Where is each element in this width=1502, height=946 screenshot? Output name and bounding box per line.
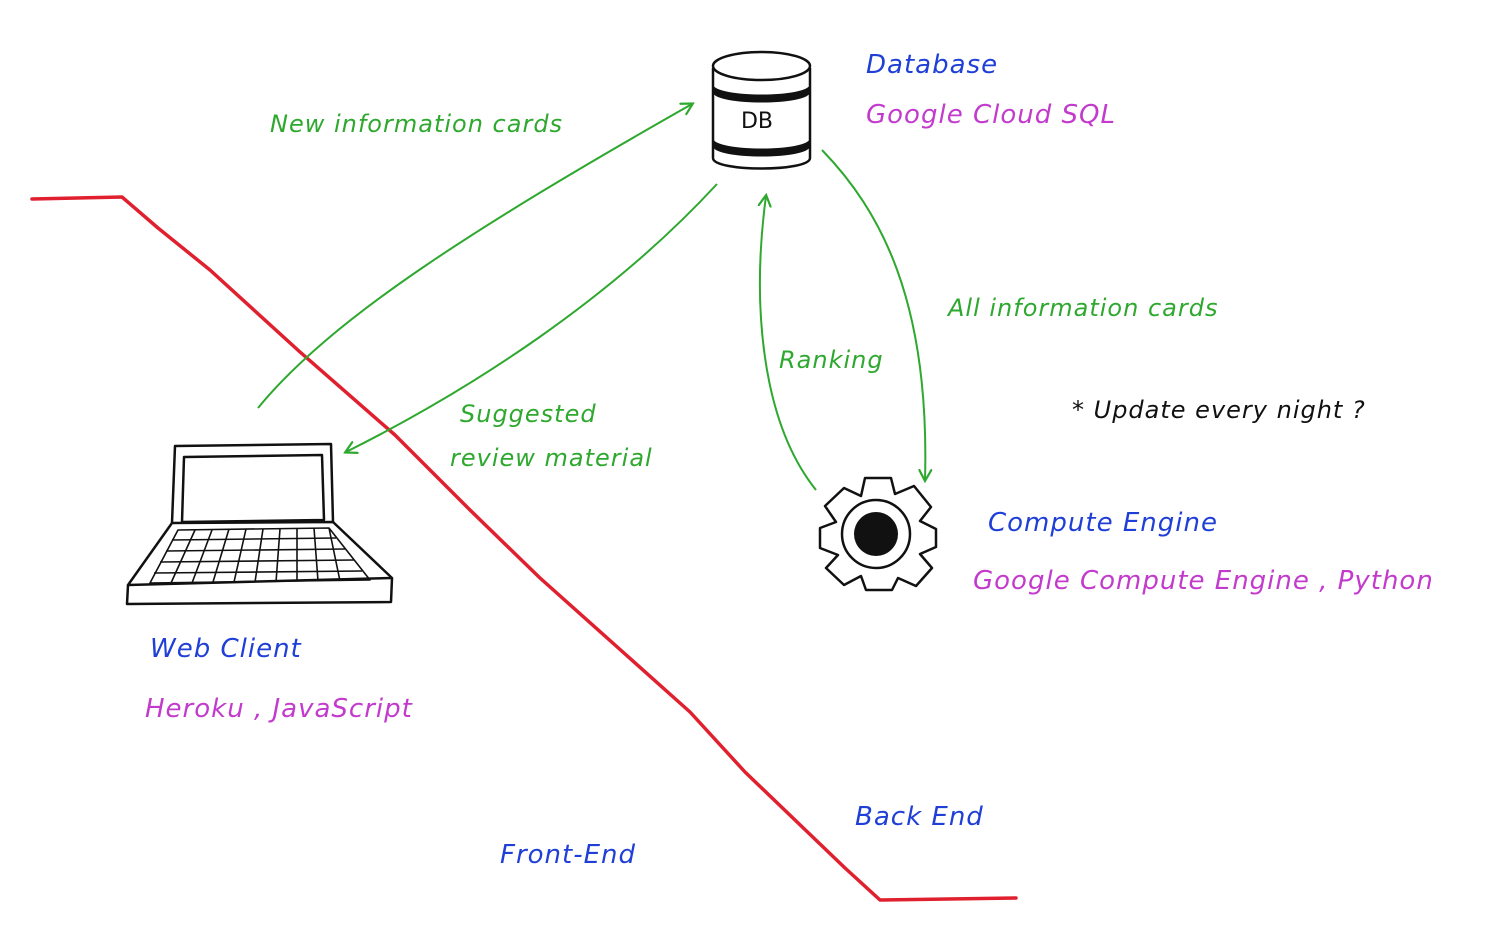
update-note: * Update every night ? xyxy=(1072,396,1366,424)
edge-label-new-cards: New information cards xyxy=(270,110,564,138)
edge-label-review-material: review material xyxy=(450,444,653,472)
web-client-name: Web Client xyxy=(150,634,302,664)
compute-engine-name: Compute Engine xyxy=(988,508,1218,538)
edge-label-suggested: Suggested xyxy=(460,400,597,428)
laptop-icon xyxy=(125,442,394,606)
edge-label-all-cards: All information cards xyxy=(948,294,1219,322)
gear-icon xyxy=(818,476,938,592)
web-client-tech: Heroku , JavaScript xyxy=(145,694,413,724)
arrow-suggested-review xyxy=(346,183,718,452)
database-icon: DB xyxy=(711,50,812,170)
arrow-ranking xyxy=(760,196,817,491)
back-end-label: Back End xyxy=(855,802,984,832)
compute-engine-tech: Google Compute Engine , Python xyxy=(973,566,1434,596)
database-tech: Google Cloud SQL xyxy=(866,100,1116,130)
front-end-label: Front-End xyxy=(500,840,637,870)
database-icon-label: DB xyxy=(741,109,773,134)
arrow-new-cards xyxy=(257,104,692,409)
frontend-backend-divider xyxy=(30,195,1018,902)
edge-label-ranking: Ranking xyxy=(779,346,884,374)
arrow-all-cards xyxy=(821,149,925,480)
database-name: Database xyxy=(866,50,999,80)
